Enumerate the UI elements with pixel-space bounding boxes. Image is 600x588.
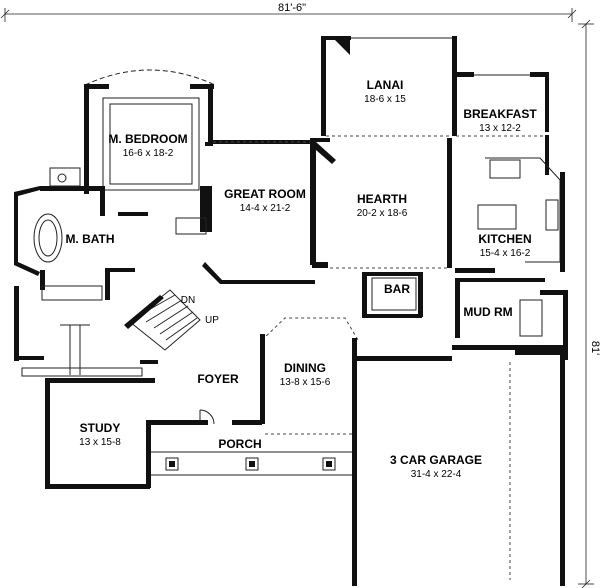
breakfast-walls	[456, 72, 549, 137]
room-name-mud-room: MUD RM	[463, 305, 512, 319]
great-room-walls	[175, 140, 315, 284]
room-size-study: 13 x 15-8	[79, 437, 121, 448]
room-name-study: STUDY	[80, 421, 121, 435]
room-size-master-bedroom: 16-6 x 18-2	[123, 148, 174, 159]
bar-walls	[362, 272, 423, 318]
room-size-breakfast: 13 x 12-2	[479, 123, 521, 134]
room-size-great-room: 14-4 x 21-2	[240, 203, 291, 214]
room-size-hearth: 20-2 x 18-6	[357, 208, 408, 219]
depth-dimension: 81'	[578, 19, 600, 588]
mud-room-walls	[452, 278, 568, 360]
room-name-bar: BAR	[384, 282, 410, 296]
room-name-garage: 3 CAR GARAGE	[390, 453, 482, 467]
stair-up-label: UP	[205, 315, 219, 326]
room-name-kitchen: KITCHEN	[478, 232, 531, 246]
master-bedroom-walls	[84, 69, 216, 194]
lanai-walls	[321, 36, 457, 137]
left-wing-walls	[14, 286, 143, 377]
room-size-garage: 31-4 x 22-4	[411, 469, 462, 480]
room-name-master-bath: M. BATH	[65, 232, 114, 246]
study-walls	[45, 378, 155, 489]
garage-walls	[352, 350, 565, 586]
kitchen-walls	[455, 135, 565, 273]
master-bath-walls	[14, 167, 148, 301]
overall-depth-label: 81'	[589, 341, 600, 355]
width-dimension: 81'-6"	[0, 2, 577, 22]
room-name-hearth: HEARTH	[357, 192, 407, 206]
room-name-breakfast: BREAKFAST	[463, 107, 537, 121]
stairs	[105, 268, 201, 364]
room-name-porch: PORCH	[218, 437, 261, 451]
overall-width-label: 81'-6"	[278, 2, 306, 14]
porch-walls	[148, 420, 355, 476]
hearth-walls	[310, 138, 452, 269]
room-name-lanai: LANAI	[367, 78, 404, 92]
room-size-dining: 13-8 x 15-6	[280, 377, 331, 388]
stair-down-label: DN	[181, 295, 195, 306]
room-name-master-bedroom: M. BEDROOM	[108, 132, 187, 146]
room-name-foyer: FOYER	[197, 372, 239, 386]
room-size-kitchen: 15-4 x 16-2	[480, 248, 531, 259]
room-name-great-room: GREAT ROOM	[224, 187, 306, 201]
room-size-lanai: 18-6 x 15	[364, 94, 406, 105]
room-name-dining: DINING	[284, 361, 326, 375]
dining-walls	[260, 317, 359, 435]
